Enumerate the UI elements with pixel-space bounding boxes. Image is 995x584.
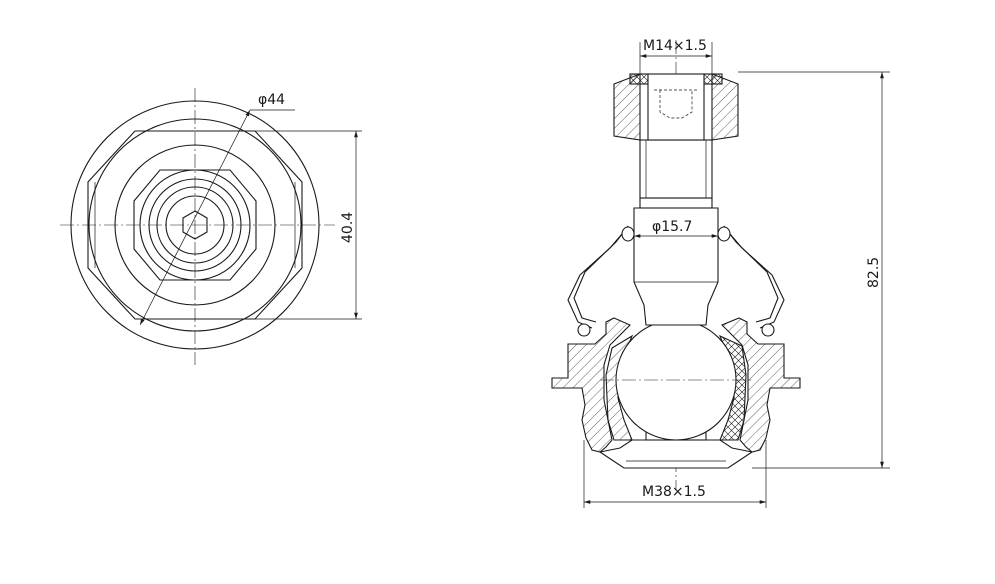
stud-collar [639, 197, 713, 209]
boot-clamp-left [577, 323, 591, 337]
bottom-cap [598, 439, 754, 469]
section-view: M14×1.5 φ15.7 82.5 M38×1.5 [551, 38, 890, 508]
housing-right-half [721, 317, 801, 453]
stud-top-end [647, 73, 705, 141]
threaded-shank [639, 139, 713, 199]
width-40-4-label: 40.4 [340, 212, 356, 243]
thread-top-label: M14×1.5 [643, 38, 707, 54]
top-view: φ44 40.4 [60, 88, 362, 365]
housing-left-half [551, 317, 631, 453]
boot-ring-right [717, 226, 731, 242]
diameter-44-label: φ44 [258, 92, 285, 108]
diameter-15-7-label: φ15.7 [652, 219, 692, 235]
boot-clamp-right [761, 323, 775, 337]
outer-housing-circle [70, 100, 320, 350]
boot-ring-left [621, 226, 635, 242]
nut-washer-right [703, 73, 723, 85]
diameter-44-dimension-line [139, 109, 251, 326]
thread-bottom-label: M38×1.5 [642, 484, 706, 500]
height-82-5-label: 82.5 [866, 257, 882, 288]
nut-washer-left [629, 73, 649, 85]
